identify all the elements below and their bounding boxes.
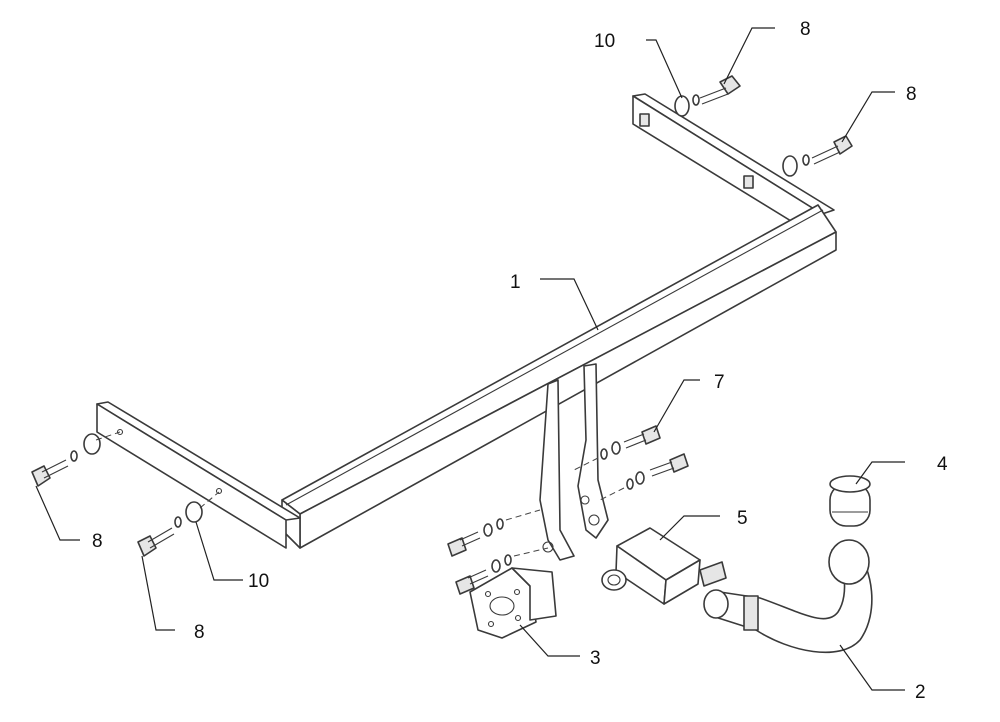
bolt-icon xyxy=(31,431,121,487)
bolt-icon xyxy=(674,75,741,117)
bolt-icon xyxy=(599,453,689,501)
callout-10-bottom: 10 xyxy=(248,571,269,592)
callout-4: 4 xyxy=(937,454,948,475)
callout-labels: 1 2 3 4 5 7 8 8 8 8 10 10 xyxy=(92,19,948,703)
callout-10-top: 10 xyxy=(594,31,615,52)
callout-8-left: 8 xyxy=(92,531,103,552)
bolt-icon xyxy=(447,509,541,557)
callout-3: 3 xyxy=(590,648,601,669)
socket-plate xyxy=(469,567,557,639)
callout-8-bottom-left: 8 xyxy=(194,622,205,643)
leader-lines xyxy=(35,27,905,691)
callout-2: 2 xyxy=(915,682,926,703)
callout-8-top-right: 8 xyxy=(800,19,811,40)
callout-1: 1 xyxy=(510,272,521,293)
callout-8-right: 8 xyxy=(906,84,917,105)
callout-7: 7 xyxy=(714,372,725,393)
ball-cap xyxy=(829,475,871,527)
bolt-icon xyxy=(455,547,549,595)
cross-beam xyxy=(96,93,837,561)
bolt-icon xyxy=(137,491,220,557)
bolt-icon xyxy=(573,425,661,471)
fasteners xyxy=(31,75,853,595)
bolt-icon xyxy=(782,135,853,177)
electrical-socket xyxy=(601,527,727,605)
callout-5: 5 xyxy=(737,508,748,529)
tow-ball-neck xyxy=(703,539,873,654)
